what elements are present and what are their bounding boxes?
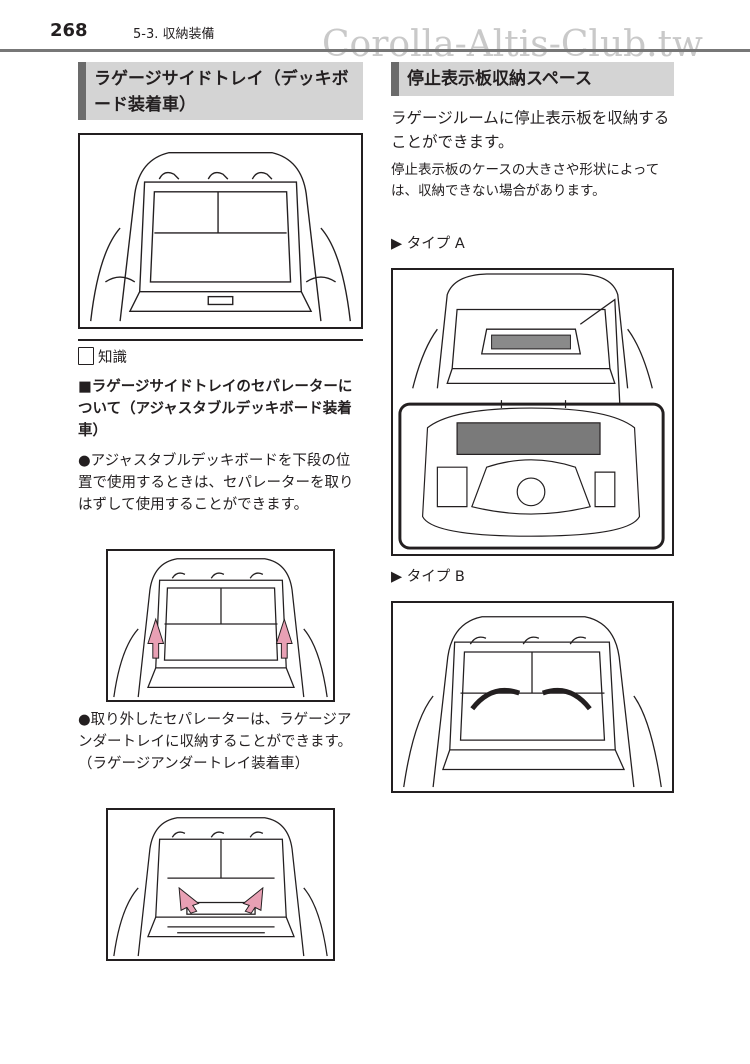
section-heading-luggage-side-tray: ラゲージサイドトレイ（デッキボード装着車） (78, 62, 363, 120)
section-heading-warning-triangle-storage: 停止表示板収納スペース (391, 62, 674, 96)
chapter-title: 5-3. 収納装備 (133, 27, 215, 42)
figure-type-a (391, 268, 674, 556)
figure-separator-removal (106, 549, 335, 702)
label-type-a: ▶ タイプ A (391, 236, 465, 252)
knowledge-label: 知識 (98, 350, 127, 366)
paragraph-storage-intro: ラゲージルームに停止表示板を収納することができます。 (391, 109, 670, 151)
label-type-b: ▶ タイプ B (391, 569, 465, 585)
subsection-title-separator: ■ラゲージサイドトレイのセパレーターについて（アジャスタブルデッキボード装着車） (78, 379, 353, 439)
page-number: 268 (50, 20, 88, 41)
knowledge-header: 知識 (78, 339, 363, 369)
paragraph-store-separator: ●取り外したセパレーターは、ラゲージアンダートレイに収納することができます。（ラ… (78, 712, 353, 772)
figure-luggage-room-1 (78, 133, 363, 329)
figure-type-b (391, 601, 674, 793)
luggage-illustration-1 (90, 151, 351, 322)
paragraph-storage-note: 停止表示板のケースの大きさや形状によっては、収納できない場合があります。 (391, 162, 660, 199)
header-rule (0, 49, 750, 52)
type-b-illustration (403, 616, 662, 788)
book-icon (78, 347, 94, 365)
type-a-illustration (398, 273, 665, 550)
separator-storage-illustration (113, 817, 328, 957)
paragraph-remove-separator: ●アジャスタブルデッキボードを下段の位置で使用するときは、セパレーターを取りはず… (78, 453, 354, 513)
separator-removal-illustration (113, 558, 328, 698)
watermark: Corolla-Altis-Club.tw (322, 24, 703, 65)
figure-separator-storage (106, 808, 335, 961)
